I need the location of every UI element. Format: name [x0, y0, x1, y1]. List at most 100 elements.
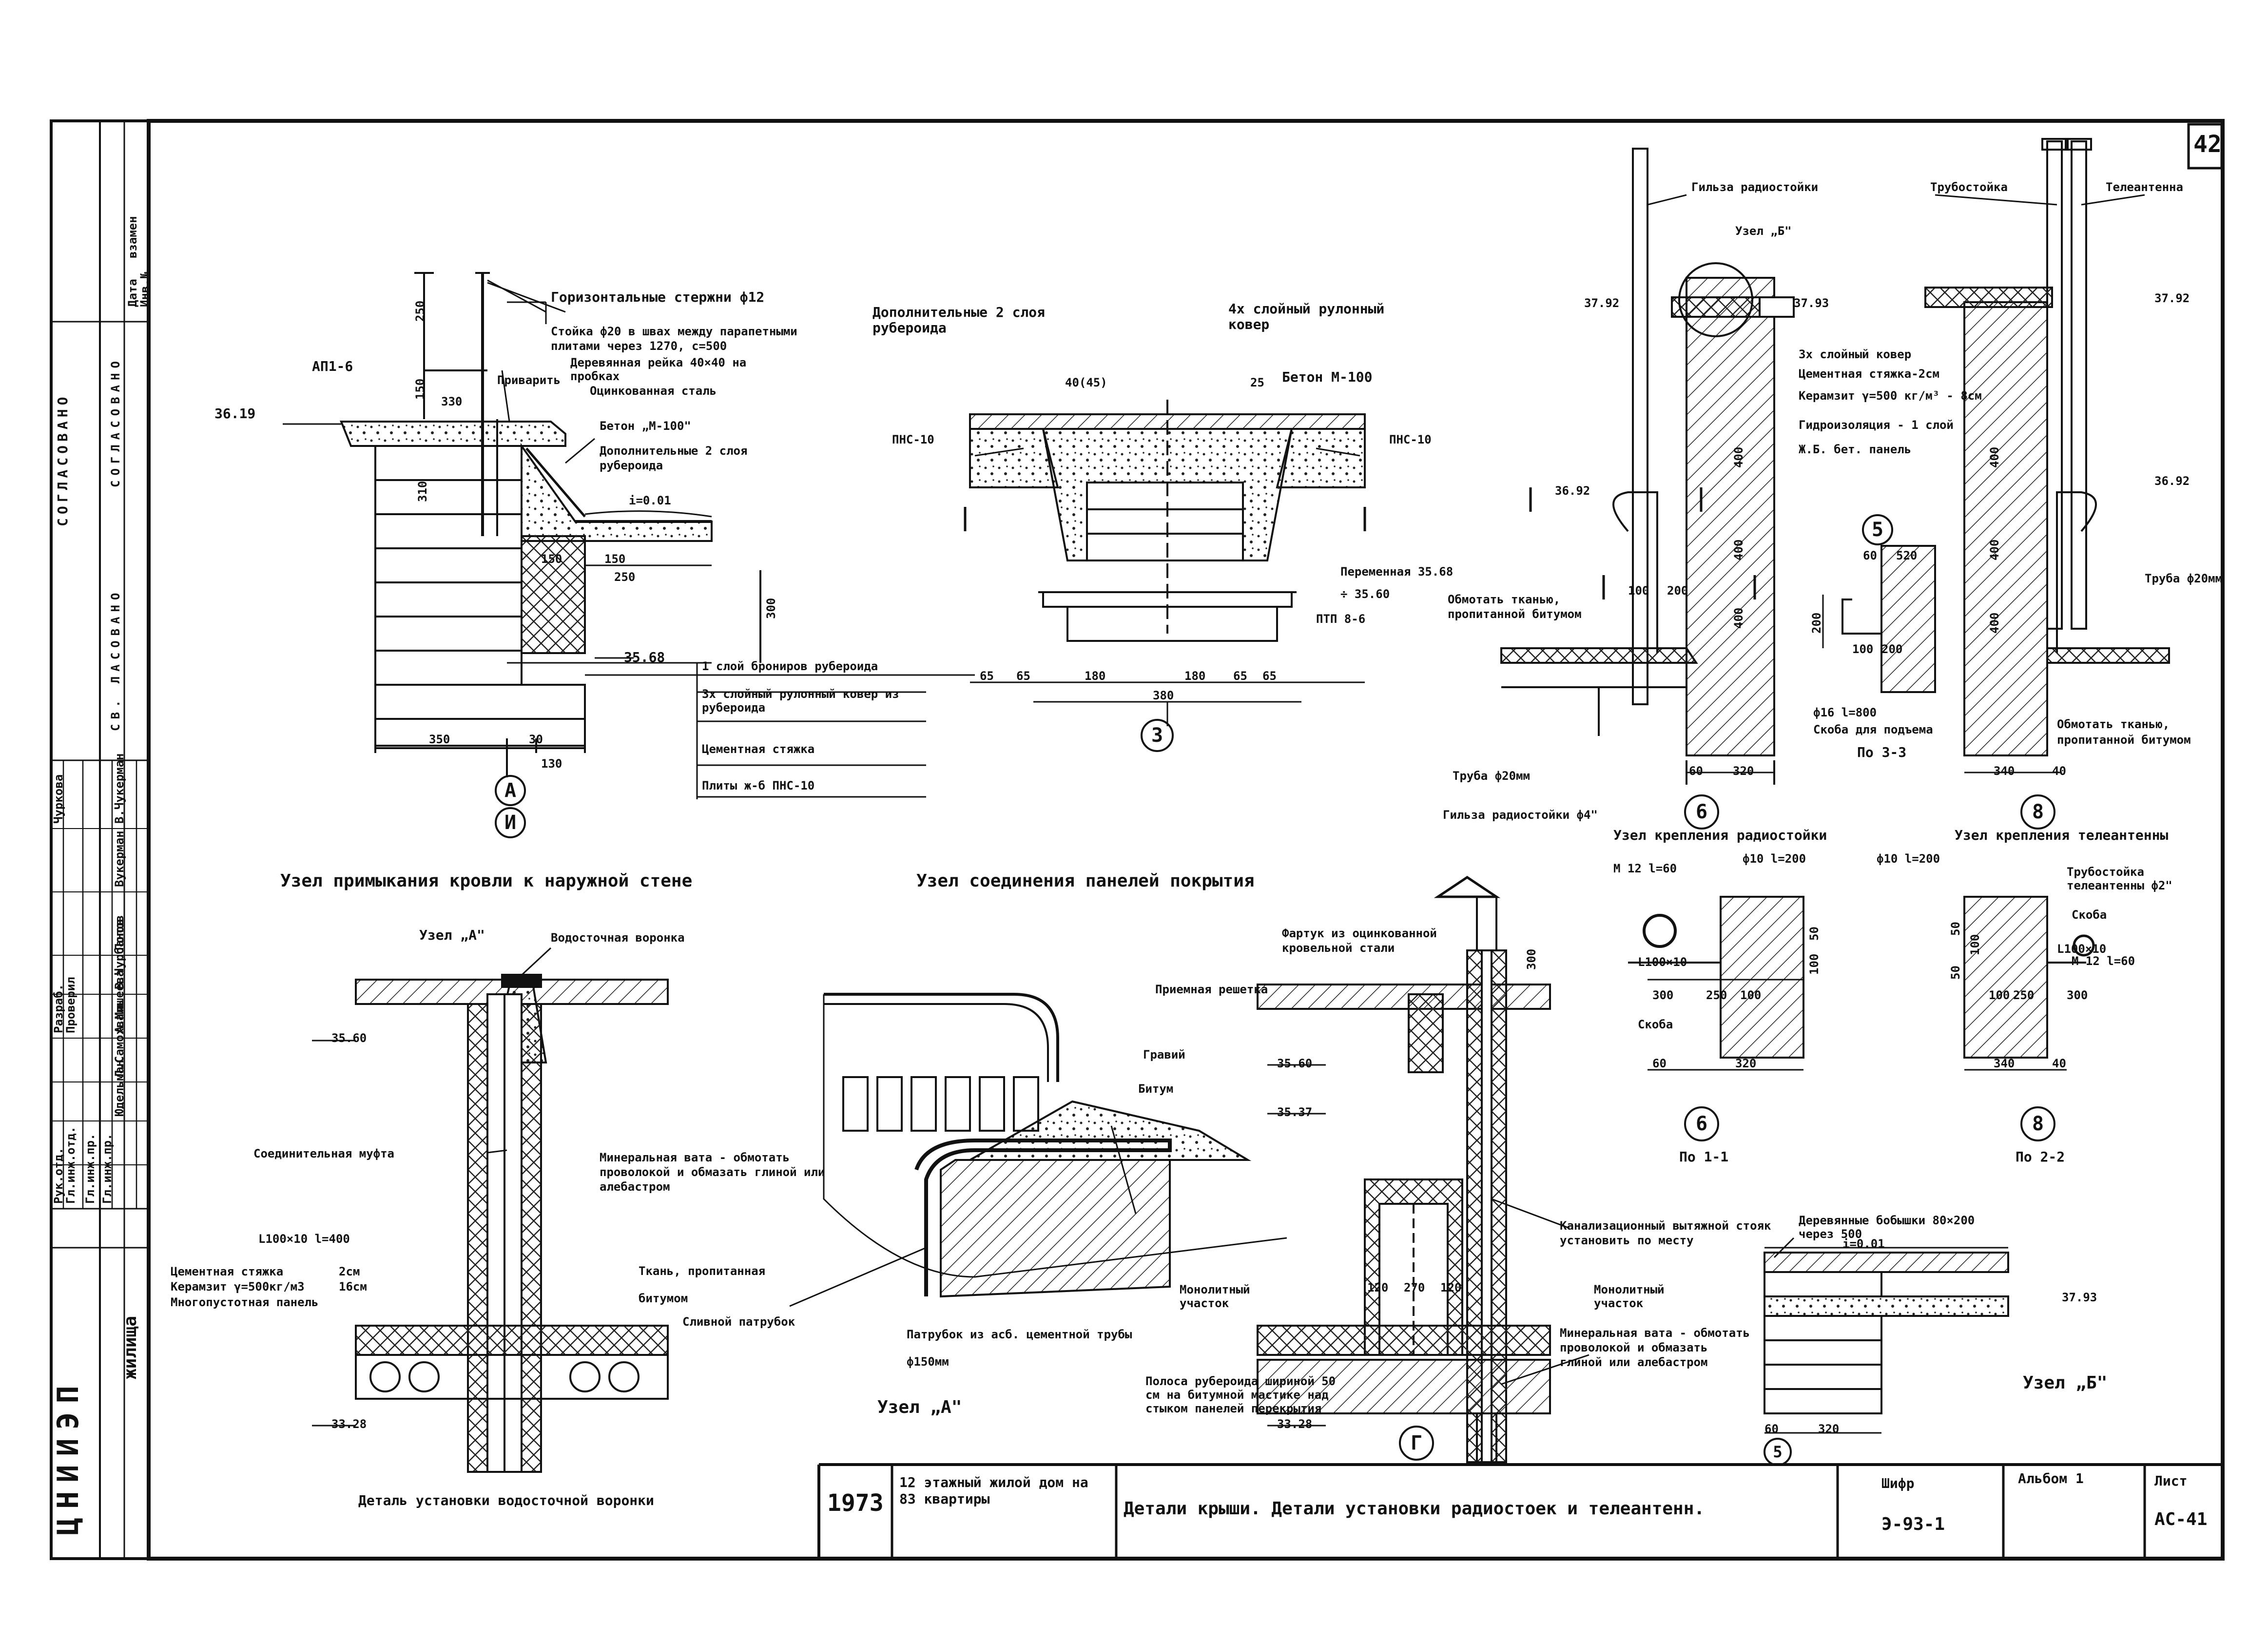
dim-pj-9: 380 — [1153, 689, 1174, 702]
layer-3: Цементная стяжка — [702, 742, 815, 756]
label-pns-left: ПНС-10 — [892, 433, 934, 446]
label-funnel-screed-value: 2см — [339, 1265, 360, 1278]
organization-name: ЦНИИЭП — [51, 1377, 85, 1535]
label-funnel-panel: Многопустотная панель — [171, 1295, 319, 1309]
title-block-title: Детали крыши. Детали установки радиостое… — [1124, 1499, 1705, 1519]
label-steel: Оцинкованная сталь — [590, 384, 717, 398]
dim-tv-5: 40 — [2052, 764, 2066, 778]
label-radio-sleeve: Гильза радиостойки — [1691, 180, 1819, 194]
dim-br-3: 200 — [1810, 612, 1823, 634]
label-pns-right: ПНС-10 — [1389, 433, 1432, 446]
dim-rw-10: 130 — [541, 757, 562, 771]
dim-rw-1: 250 — [413, 300, 427, 322]
dim-rm-3: 100 — [1740, 988, 1762, 1002]
dim-tm-4: 100 — [1989, 988, 2010, 1002]
label-tv-cover: 3х слойный ковер — [1799, 348, 1912, 361]
dim-tm-1: 50 — [1949, 922, 1962, 936]
label-tv-wrap: Обмотать тканью, пропитанной битумом — [2057, 717, 2191, 747]
node-a-detail — [823, 993, 1287, 1298]
roof-wall-detail — [283, 272, 975, 799]
role-5: Разраб. — [52, 984, 65, 1033]
label-tm-bracket: Скоба — [2072, 908, 2107, 922]
label-rm-bolt: М 12 l=60 — [1613, 862, 1677, 875]
node-b-detail — [1764, 1247, 2009, 1434]
label-tm-post: Трубостойка телеантенны ф2" — [2067, 865, 2172, 892]
tv-mount-detail — [1963, 896, 2095, 1071]
dim-vent-1: 120 — [1367, 1281, 1389, 1294]
title-block-sheet-label: Лист — [2154, 1473, 2188, 1489]
label-tv-hydro: Гидроизоляция - 1 слой — [1799, 418, 1954, 432]
dim-br-5: 200 — [1881, 642, 1903, 656]
dim-rp-4: 100 — [1628, 584, 1649, 598]
label-variable: Переменная 35.68 ÷ 35.60 — [1340, 565, 1454, 601]
label-funnel: Водосточная воронка — [551, 931, 685, 945]
dim-rm-4: 60 — [1652, 1057, 1667, 1070]
label-bitumen: Битум — [1138, 1082, 1174, 1096]
dim-pj-4: 65 — [1016, 669, 1030, 683]
dim-tm-8: 40 — [2052, 1057, 2066, 1070]
role-6: Проверил — [64, 977, 78, 1033]
dim-tv-2: 400 — [1988, 539, 2001, 560]
mark-funnel-33-28: 33.28 — [331, 1417, 367, 1431]
dim-tm-5: 250 — [2013, 988, 2035, 1002]
dim-vent-300: 300 — [1525, 948, 1538, 970]
label-asb-pipe: Патрубок из асб. цементной трубы ф150мм — [907, 1328, 1132, 1369]
title-block-code: Э-93-1 — [1881, 1514, 1945, 1534]
dim-pj-5: 180 — [1085, 669, 1106, 683]
layer-1: 1 слой бронирoв рубероида — [702, 659, 878, 673]
dim-rw-2: 150 — [413, 378, 427, 400]
label-post: Стойка ф20 в швах между парапетными плит… — [551, 325, 797, 353]
dim-tm-3: 50 — [1949, 965, 1962, 980]
label-tm-angle: L100×10 — [2057, 942, 2107, 956]
mark-node-b-37-93: 37.93 — [2062, 1291, 2097, 1304]
mark-36-19: 36.19 — [214, 405, 256, 422]
label-tv-keramzit: Керамзит γ=500 кг/м³ - 8см — [1799, 389, 1982, 403]
label-funnel-node-a: Узел „А" — [419, 927, 485, 943]
label-rm-bar: ф10 l=200 — [1743, 852, 1806, 866]
label-panel-extra: Дополнительные 2 слоя рубероида — [872, 304, 1046, 336]
role-2: Гл.инж.отд. — [64, 1126, 78, 1204]
label-funnel-keramzit: Керамзит γ=500кг/м3 — [171, 1280, 305, 1293]
dim-pj-7: 65 — [1233, 669, 1247, 683]
title-block-year: 1973 — [827, 1489, 884, 1517]
radio-post-detail — [1500, 148, 1795, 785]
label-tv-pipe: Труба ф20мм — [2145, 572, 2222, 585]
detail-marker-3: 3 — [1141, 719, 1174, 752]
detail-marker-6b: 6 — [1684, 1106, 1719, 1141]
label-ap: АП1-6 — [312, 358, 353, 374]
organization-subtitle: жилища — [120, 1315, 140, 1379]
dim-rw-7: 300 — [764, 598, 778, 619]
label-rods: Горизонтальные стержни ф12 — [551, 289, 765, 305]
label-funnel-angle: L100×10 l=400 — [258, 1232, 350, 1246]
dim-rm-6: 50 — [1807, 927, 1821, 941]
funnel-detail — [312, 974, 669, 1473]
detail-marker-8: 8 — [2020, 794, 2055, 830]
dim-tm-7: 340 — [1994, 1057, 2015, 1070]
label-coupling: Соединительная муфта — [253, 1147, 394, 1160]
label-node-b-ref: Узел „Б" — [1735, 224, 1792, 238]
radio-mount-detail — [1628, 896, 1804, 1071]
name-5: Попов — [113, 915, 126, 950]
label-apron: Фартук из оцинкованной кровельной стали — [1282, 927, 1437, 955]
coordination-field: СВ. ЛАСОВАНО — [109, 588, 122, 731]
label-section-2-2: По 2-2 — [2016, 1149, 2065, 1165]
dim-rm-1: 300 — [1652, 988, 1674, 1002]
label-drain: Сливной патрубок — [682, 1315, 795, 1329]
detail-marker-5b: 5 — [1764, 1438, 1792, 1466]
role-4: Гл.инж.пр. — [100, 1133, 114, 1204]
label-stack: Канализационный вытяжной стояк установит… — [1560, 1219, 1771, 1247]
title-node-a: Узел „А" — [877, 1397, 962, 1417]
layer-2: 3х слойный рулонный ковер из рубероида — [702, 687, 899, 714]
label-gravel: Гравий — [1143, 1048, 1185, 1062]
label-fabric: Ткань, пропитанная битумом — [639, 1264, 766, 1305]
label-extra-layers: Дополнительные 2 слоя рубероида — [600, 444, 748, 472]
dim-tv-1: 400 — [1988, 446, 2001, 468]
dim-rw-3: 330 — [441, 395, 463, 408]
name-7: В.Чукерман — [113, 753, 126, 824]
dim-br-1: 60 — [1863, 549, 1877, 562]
title-block-sheet: АС-41 — [2154, 1509, 2208, 1529]
label-rm-bracket: Скоба — [1638, 1018, 1673, 1031]
mark-tv-36-92: 36.92 — [2154, 474, 2190, 488]
label-section-1-1: По 1-1 — [1679, 1149, 1729, 1165]
mark-35-68: 35.68 — [624, 649, 665, 665]
